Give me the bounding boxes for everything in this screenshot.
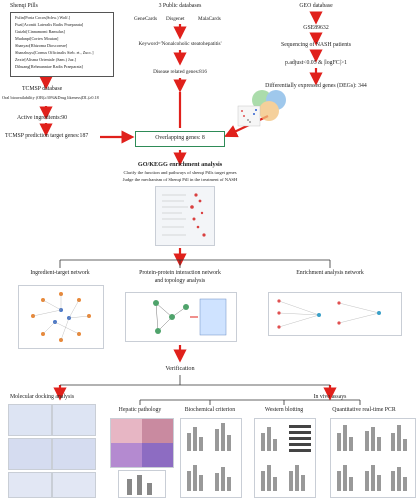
herb-item: Shanzhuyu[Cornus Officinalis Sieb. et., … [15, 50, 94, 55]
herb-item: Dihuang[Rehmanniae Radix Praeparata] [15, 64, 83, 69]
geo-degs: Differentially expressed genes (DEGs): 3… [265, 83, 367, 89]
disease-genes: Disease related genes:816 [153, 69, 207, 75]
shenqi-title: Shenqi Pills [10, 3, 38, 9]
herb-item: Fulin[Poria Cocos(Schw.) Wolf.] [15, 15, 71, 20]
gokegg-dotplot [155, 186, 215, 246]
western-title: Western blotting [264, 407, 304, 413]
hepatic-pathology-image [110, 418, 174, 468]
docking-image [8, 404, 52, 436]
herb-item: Mudanpi[Cortex Moutan] [15, 36, 59, 41]
docking-image [8, 438, 52, 470]
verification-label: Verification [165, 365, 195, 372]
herb-item: Guizhi[Cinnamomi Ramulus] [15, 29, 65, 34]
biochemical-charts [180, 418, 242, 498]
geo-sequencing: Sequencing of NASH patients [280, 42, 352, 48]
ppi-title-line1: Protein-protein interaction network [139, 270, 221, 276]
invivo-title: In vivo assays [313, 394, 347, 400]
biochem-title: Biochemical criterion [184, 407, 236, 413]
docking-title: Molecular docking analysis [10, 394, 75, 400]
pcr-title: Quantitative real-time PCR [332, 407, 396, 413]
docking-image [52, 404, 96, 436]
active-ingredients: Active ingredients:90 [17, 115, 68, 121]
ppi-network-figure [125, 292, 237, 342]
overlap-box: Overlapping genes: 8 [135, 131, 225, 147]
gokegg-title: GO/KEGG enrichment analysis [137, 161, 223, 168]
herb-item: Shanyao[Rhizoma Dioscoreae] [15, 43, 68, 48]
geo-filter: p.adjust<0.05 & |logFC|>1 [284, 60, 348, 66]
herb-list-box: Fulin[Poria Cocos(Schw.) Wolf.] Fuzi[Aco… [10, 12, 114, 77]
venn-diagram [252, 90, 286, 121]
herb-item: Zexie[Alisma Orientale (Sam.) Juz.] [15, 57, 77, 62]
malacards-label: MalaCards [198, 16, 221, 22]
enrichment-network-figure [268, 292, 402, 336]
keyword-label: Keyword='Nonalcoholic steatohepatitis' [138, 41, 222, 47]
ppi-title-line2: and topology analysis [154, 278, 206, 284]
western-blot-figure [254, 418, 316, 498]
volcano-plot [237, 105, 261, 127]
disgenet-label: Disgenet [166, 16, 185, 22]
overlap-genes: Overlapping genes: 8 [155, 135, 205, 141]
genecards-label: GeneCards [134, 16, 158, 22]
screening-criteria: Oral bioavailability (OB)≥30%&Drug liken… [2, 95, 99, 100]
gokegg-line2: Judge the mechanism of Shenqi Pill in th… [122, 177, 238, 182]
herb-item: Fuzi[Aconiti Lateralis Radix Praeparata] [15, 22, 84, 27]
enrichment-network-title: Enrichment analysis network [296, 270, 364, 276]
tcmsp-targets: TCMSP prediction target genes:187 [5, 133, 89, 139]
gokegg-line1: Clarify the function and pathways of she… [123, 170, 237, 175]
hepatic-title: Hepatic pathology [118, 407, 162, 413]
geo-id: GSE89632 [303, 25, 329, 31]
ingredient-network-title: Ingredient-target network [30, 270, 90, 276]
hepatic-bar-chart [118, 470, 166, 498]
docking-image [52, 472, 96, 498]
qpcr-figure [330, 418, 416, 498]
tcmsp-database: TCMSP database [22, 86, 63, 92]
docking-image [52, 438, 96, 470]
geo-title: GEO database [299, 3, 333, 9]
ingredient-network-figure [18, 285, 104, 349]
public-db-title: 3 Public databases [158, 3, 202, 9]
docking-image [8, 472, 52, 498]
